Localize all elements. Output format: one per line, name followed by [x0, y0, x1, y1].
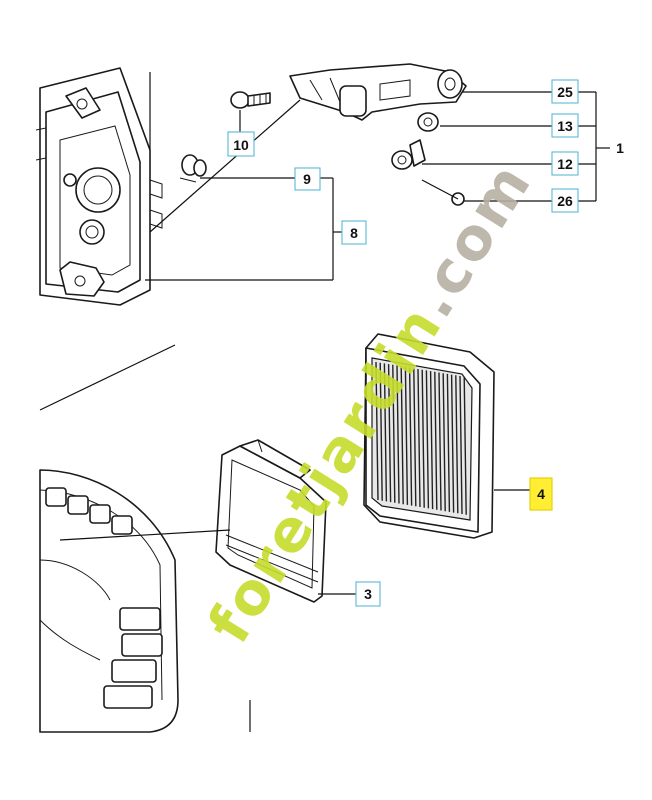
filter-pleat	[383, 363, 388, 502]
callout-3-text: 3	[364, 586, 372, 602]
callout-12-text: 12	[557, 156, 573, 172]
leader-lines	[145, 72, 610, 281]
callout-12: 12	[551, 151, 579, 176]
callout-8-text: 8	[350, 225, 358, 241]
filter-pleat	[417, 368, 421, 508]
cooling-slots	[45, 487, 163, 709]
callout-13-text: 13	[557, 118, 573, 134]
nut-part-13	[417, 112, 439, 132]
filter-pleat	[438, 372, 442, 511]
callout-3: 3	[355, 581, 381, 607]
filter-pleat	[408, 367, 413, 506]
callout-4-text: 4	[537, 486, 545, 502]
callout-9-text: 9	[303, 171, 311, 187]
callout-4: 4	[529, 477, 553, 511]
callout-25: 25	[551, 79, 579, 104]
watermark-text-grey: .com	[398, 150, 545, 329]
pivot-part-12	[391, 139, 426, 170]
callout-1-text: 1	[616, 140, 624, 156]
callout-1: 1	[616, 140, 624, 156]
cylinder-housing	[35, 67, 163, 306]
callout-13: 13	[551, 113, 579, 138]
filter-pleat	[400, 366, 404, 505]
filter-holder-part-3	[215, 439, 356, 603]
filter-pleat	[421, 369, 425, 508]
filter-pleat	[396, 365, 400, 504]
filter-pleat	[425, 370, 430, 509]
filter-pleat	[392, 364, 396, 503]
filter-pleat	[455, 375, 459, 514]
filter-pleat	[379, 362, 383, 501]
carburettor-body	[289, 63, 467, 121]
callout-25-text: 25	[557, 84, 573, 100]
nipple-part-9	[179, 154, 207, 183]
engine-cover	[39, 344, 251, 733]
filter-pleat	[446, 373, 451, 512]
screw-part-10	[230, 91, 271, 109]
callout-10-text: 10	[233, 137, 249, 153]
air-filter-part-4	[363, 333, 530, 539]
filter-pleat	[442, 373, 446, 512]
callout-9: 9	[294, 167, 321, 191]
callout-8: 8	[341, 220, 367, 245]
filter-pleat	[434, 371, 438, 510]
filter-pleat	[404, 366, 409, 505]
filter-pleat	[429, 371, 434, 510]
filter-pleats	[375, 361, 467, 515]
callout-26: 26	[551, 188, 579, 213]
filter-pleat	[450, 374, 455, 513]
callout-10: 10	[227, 131, 255, 157]
filter-pleat	[413, 368, 417, 507]
filter-pleat	[387, 364, 392, 503]
filter-pleat	[375, 361, 379, 501]
filter-pleat	[459, 375, 463, 515]
callout-26-text: 26	[557, 193, 573, 209]
filter-pleat	[463, 376, 467, 515]
